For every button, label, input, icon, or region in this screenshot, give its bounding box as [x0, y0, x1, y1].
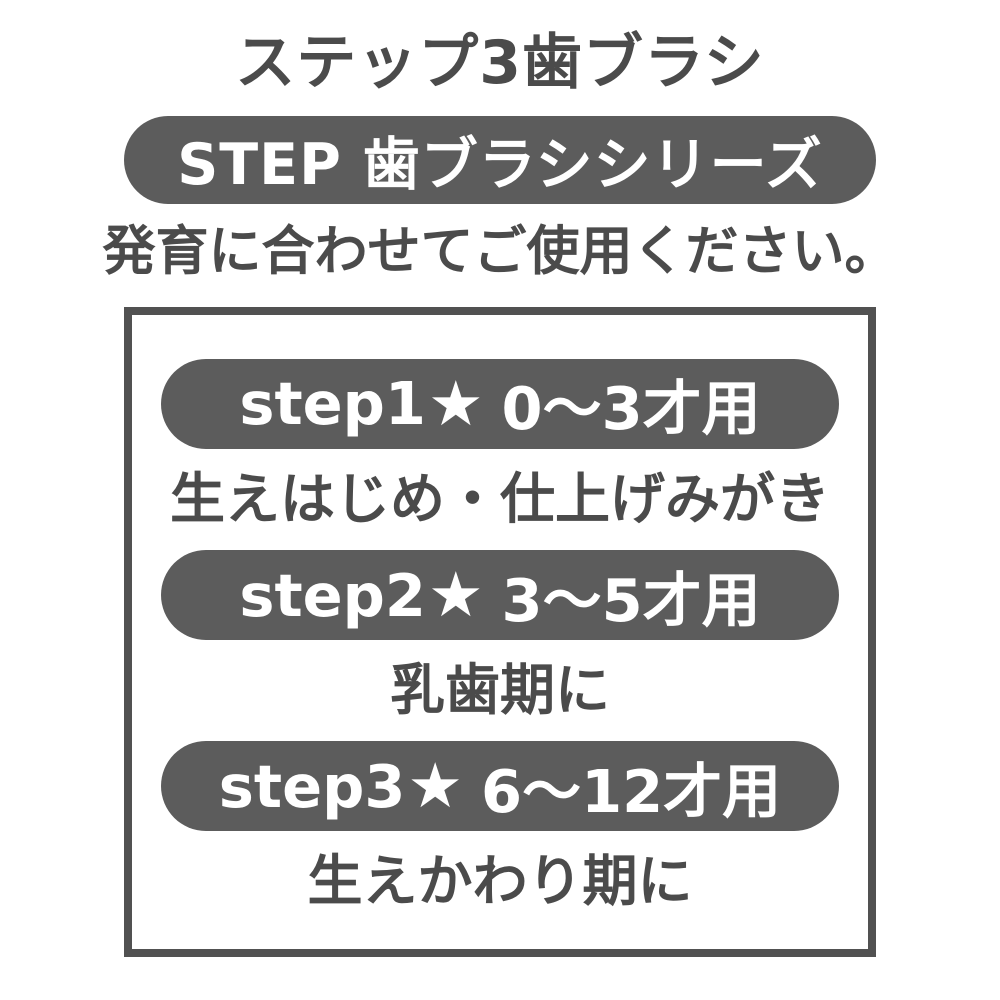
step1-badge-label: step1 — [239, 369, 426, 439]
step1-age-range: 0～3才用 — [501, 374, 761, 444]
step1-description: 生えはじめ・仕上げみがき — [169, 466, 830, 531]
step3-badge-label: step3 — [218, 751, 406, 821]
step2-badge: step2 ★ 3～5才用 — [161, 550, 839, 641]
step2-badge-label: step2 — [239, 560, 426, 630]
series-badge: STEP 歯ブラシシリーズ — [124, 116, 876, 204]
step1-badge: step1 ★ 0～3才用 — [161, 358, 839, 449]
page-title: ステップ3歯ブラシ — [235, 28, 765, 98]
subtitle: 発育に合わせてご使用ください。 — [102, 221, 898, 282]
step3-age-range: 6～12才用 — [481, 756, 782, 826]
step2-description: 乳歯期に — [389, 658, 610, 723]
step2-age-range: 3～5才用 — [501, 565, 761, 635]
star-icon: ★ — [427, 366, 484, 440]
star-icon: ★ — [407, 749, 464, 823]
step3-badge: step3 ★ 6～12才用 — [161, 741, 839, 832]
star-icon: ★ — [427, 558, 484, 632]
age-guide-box: step1 ★ 0～3才用 生えはじめ・仕上げみがき step2 ★ 3～5才用… — [124, 306, 876, 957]
step3-description: 生えかわり期に — [307, 849, 693, 914]
series-badge-label: STEP 歯ブラシシリーズ — [177, 132, 823, 198]
